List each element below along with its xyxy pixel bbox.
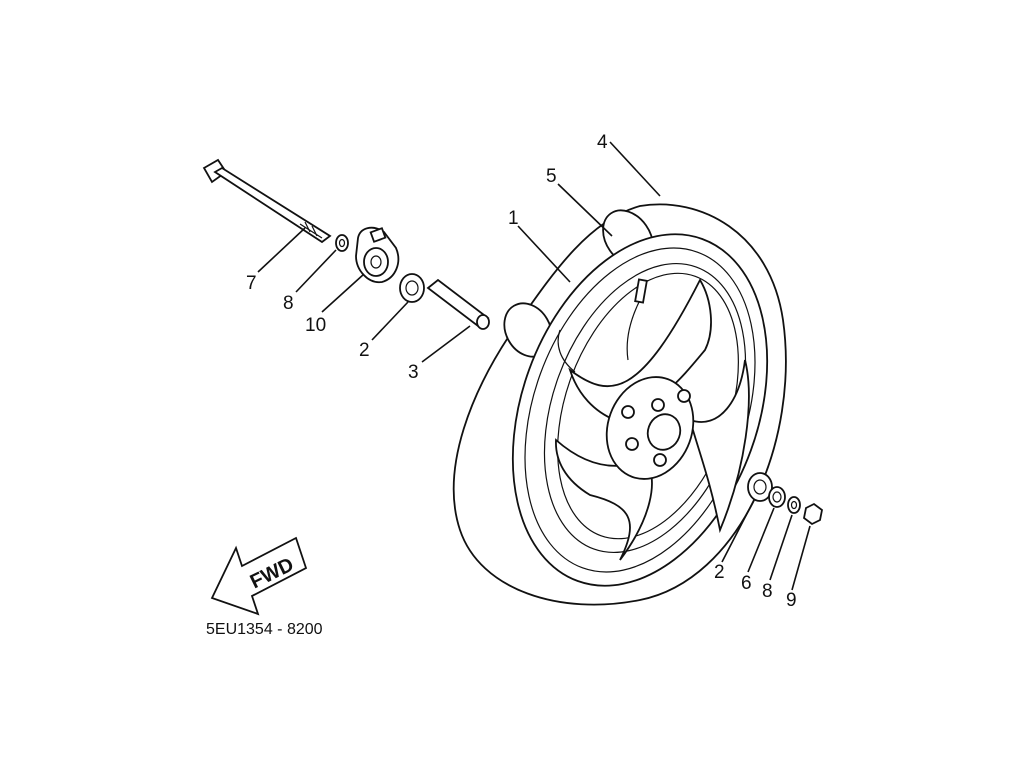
forward-direction-arrow: FWD — [210, 536, 308, 616]
valve-stem — [634, 278, 648, 304]
callout-8-left: 8 — [283, 293, 294, 314]
callout-8-right: 8 — [762, 581, 773, 602]
washer-left — [335, 234, 349, 252]
meter-gear-unit — [355, 226, 400, 283]
callout-6: 6 — [741, 573, 752, 594]
callout-2-left: 2 — [359, 340, 370, 361]
spacer-collar — [426, 278, 490, 330]
callout-2-right: 2 — [714, 562, 725, 583]
callout-10: 10 — [305, 315, 326, 336]
leader-lines — [257, 141, 811, 591]
callout-3: 3 — [408, 362, 419, 383]
wheel-hub — [605, 376, 695, 480]
callout-7: 7 — [246, 273, 257, 294]
callout-4: 4 — [597, 132, 608, 153]
washer-right — [787, 496, 801, 514]
diagram-part-code: 5EU1354 - 8200 — [206, 621, 323, 638]
axle-nut — [803, 502, 823, 526]
callout-9: 9 — [786, 590, 797, 611]
axle-bolt — [202, 158, 332, 244]
bearing-right — [747, 472, 773, 502]
bearing-left — [399, 273, 425, 303]
callout-5: 5 — [546, 166, 557, 187]
callout-1: 1 — [508, 208, 519, 229]
oil-seal — [768, 486, 786, 508]
